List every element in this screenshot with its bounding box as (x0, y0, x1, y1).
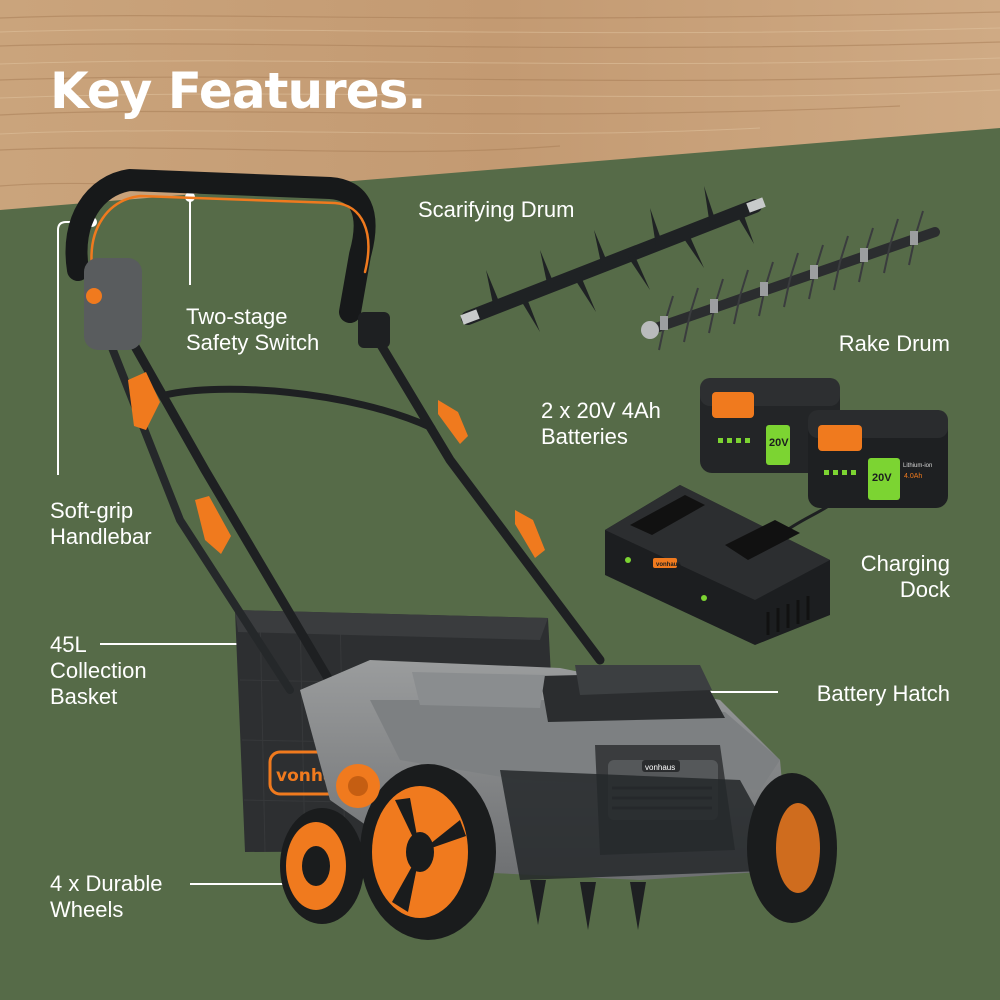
scarifying-drum (460, 186, 766, 332)
battery-type-label: Lithium-ion (903, 463, 932, 469)
label-scarifying-drum: Scarifying Drum (418, 197, 575, 222)
wood-background (0, 0, 1000, 210)
label-soft-grip-line1: Soft-grip (50, 498, 134, 523)
label-wheels-line1: 4 x Durable (50, 871, 163, 896)
label-charging-dock: Charging Dock (861, 551, 950, 603)
charging-dock: vonhaus (605, 485, 831, 645)
label-batteries: 2 x 20V 4Ah Batteries (541, 398, 661, 450)
label-soft-grip: Soft-grip Handlebar (50, 498, 152, 550)
mower-body: vonhaus (300, 660, 790, 930)
page-title: Key Features. (50, 62, 426, 120)
safety-switch-housing (84, 258, 390, 350)
callout-leader-lines (57, 197, 778, 885)
label-two-stage-switch-line2: Safety Switch (186, 330, 320, 355)
battery-voltage-label-2: 20V (872, 472, 892, 484)
label-collection-basket-line2: Collection (50, 658, 147, 683)
label-battery-hatch: Battery Hatch (816, 681, 950, 706)
battery-capacity-label: 4.0Ah (904, 473, 922, 480)
battery-pack-2: 20V Lithium-ion 4.0Ah (808, 410, 948, 508)
label-collection-basket-line1: 45L (50, 632, 87, 657)
wheel-front-left (360, 764, 496, 940)
label-batteries-line1: 2 x 20V 4Ah (541, 398, 661, 423)
label-collection-basket-line3: Basket (50, 684, 118, 709)
battery-pack-1: 20V (700, 378, 840, 473)
label-two-stage-switch-line1: Two-stage (186, 304, 288, 329)
label-two-stage-switch: Two-stage Safety Switch (186, 304, 319, 356)
label-charging-dock-line2: Dock (899, 577, 950, 602)
label-soft-grip-line2: Handlebar (50, 524, 152, 549)
body-brand-label: vonhaus (645, 763, 675, 772)
rake-drum (641, 210, 940, 351)
battery-voltage-label: 20V (769, 437, 789, 449)
label-collection-basket: 45L Collection Basket (50, 632, 147, 710)
wheel-rear-left (280, 808, 364, 924)
handle-clamps (128, 372, 545, 558)
height-adjust-knob (336, 764, 380, 808)
wheel-rear-right (747, 773, 837, 923)
label-wheels: 4 x Durable Wheels (50, 871, 163, 923)
dock-brand-label: vonhaus (656, 562, 681, 568)
label-wheels-line2: Wheels (50, 897, 124, 922)
label-rake-drum: Rake Drum (838, 331, 950, 356)
label-batteries-line2: Batteries (541, 424, 628, 449)
label-charging-dock-line1: Charging (860, 551, 950, 576)
